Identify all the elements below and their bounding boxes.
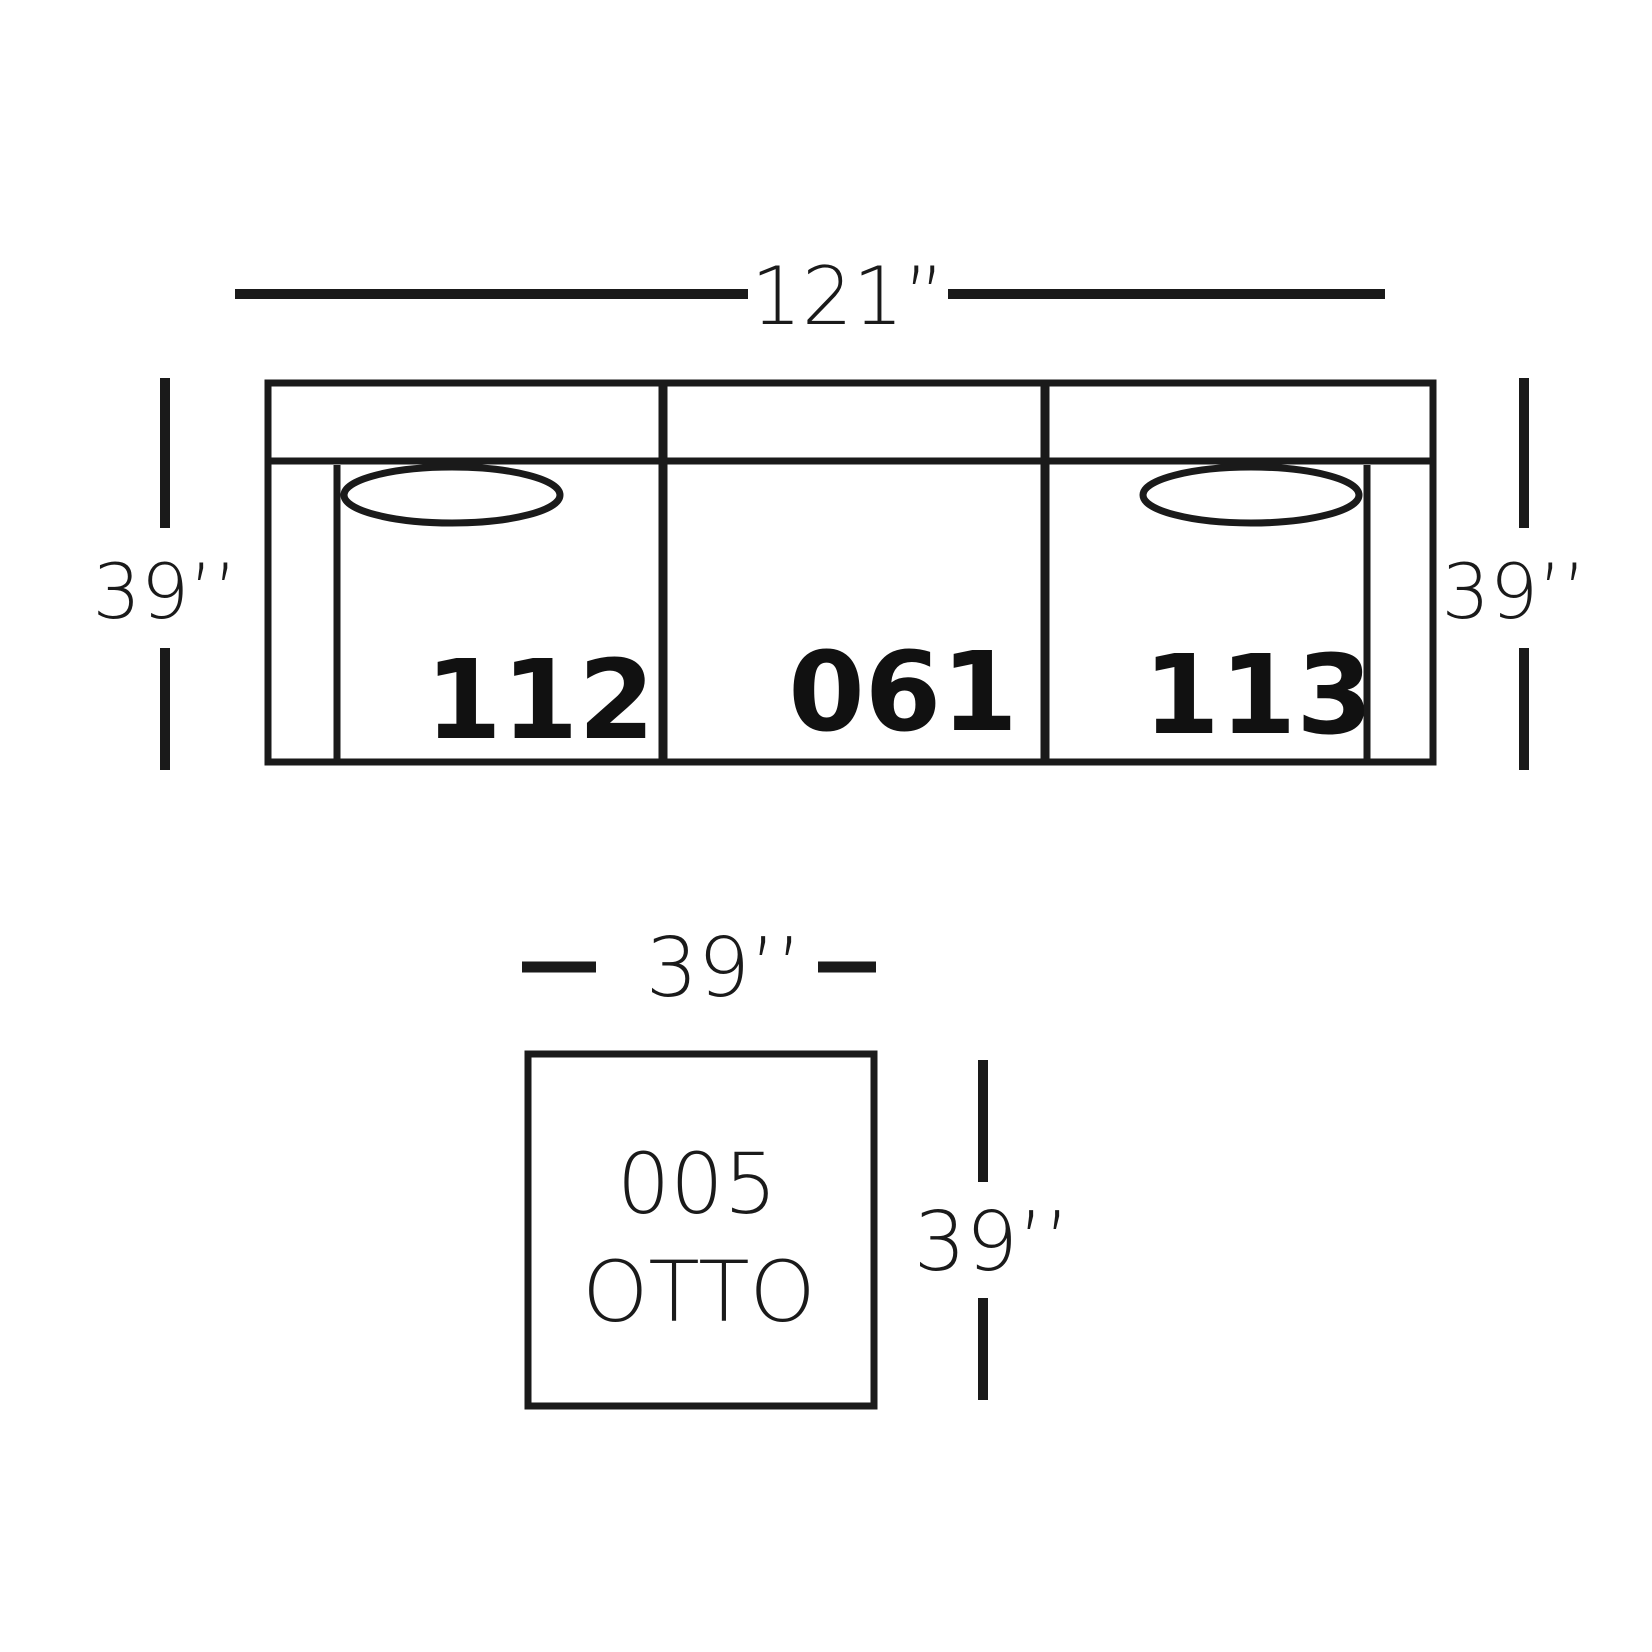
ottoman: 005 OTTO	[524, 1050, 878, 1410]
sofa-plan: 112 061 113	[264, 379, 1437, 766]
right-depth-label: 39’’	[1441, 547, 1586, 636]
left-depth-label: 39’’	[92, 547, 237, 636]
ottoman-width-label: 39’’	[646, 921, 802, 1016]
overall-width-label: 121”	[751, 250, 945, 343]
overall-width-dimension: 121”	[235, 250, 1385, 343]
right-depth-dimension: 39’’	[1441, 378, 1587, 770]
ottoman-name: OTTO	[582, 1243, 815, 1341]
left-depth-dimension: 39’’	[92, 378, 238, 770]
module-label-right: 113	[1143, 631, 1373, 759]
right-pillow	[1139, 463, 1363, 527]
ottoman-depth-label: 39’’	[914, 1195, 1070, 1290]
ottoman-outline	[524, 1050, 878, 1410]
module-label-center: 061	[788, 628, 1018, 756]
ottoman-code: 005	[617, 1135, 777, 1233]
sofa-outline	[264, 379, 1437, 766]
module-label-left: 112	[425, 636, 655, 764]
ottoman-depth-dimension: 39’’	[914, 1060, 1070, 1400]
ottoman-width-dimension: 39’’	[522, 921, 876, 1016]
left-pillow	[340, 463, 564, 527]
